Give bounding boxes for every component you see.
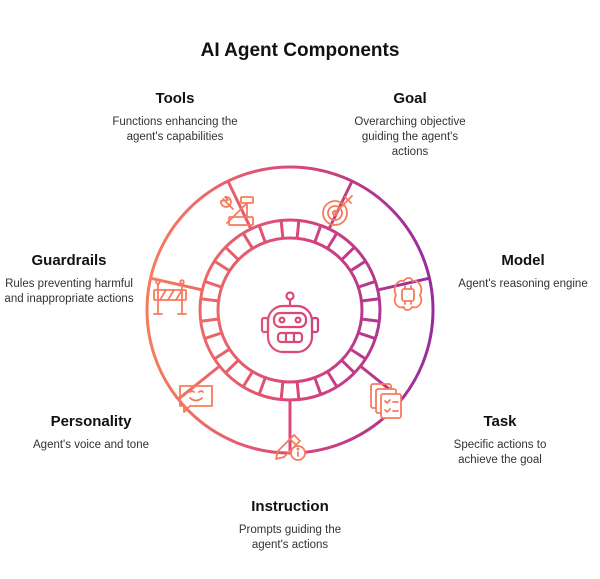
- component-name: Model: [501, 252, 545, 269]
- component-tools: Tools Functions enhancing the agent's ca…: [100, 90, 250, 145]
- chat-smile-icon: [179, 385, 213, 413]
- target-icon: [322, 195, 353, 226]
- gear-tooth: [349, 259, 376, 289]
- component-task: Task Specific actions to achieve the goa…: [440, 413, 560, 468]
- gear-tooth: [295, 377, 323, 400]
- component-name: Tools: [155, 90, 195, 107]
- gear-tooth: [204, 259, 231, 289]
- gear-tooth: [257, 377, 285, 400]
- checklist-icon: [370, 383, 402, 419]
- component-description: Rules preventing harmful and inappropria…: [4, 278, 134, 305]
- ring-divider: [226, 180, 253, 230]
- component-description: Functions enhancing the agent's capabili…: [112, 116, 238, 143]
- ring-divider: [177, 364, 221, 401]
- component-description: Specific actions to achieve the goal: [453, 439, 547, 466]
- gear-tooth: [224, 232, 254, 261]
- component-personality: Personality Agent's voice and tone: [18, 413, 164, 453]
- ring-divider: [327, 180, 354, 230]
- inner-gear-teeth: [200, 220, 380, 400]
- component-description: Overarching objective guiding the agent'…: [354, 116, 466, 158]
- component-description: Prompts guiding the agent's actions: [238, 524, 342, 551]
- component-name: Task: [483, 413, 517, 430]
- gear-tooth: [326, 232, 356, 261]
- gear-tooth: [204, 331, 231, 361]
- gear-tooth: [295, 220, 323, 243]
- component-guardrails: Guardrails Rules preventing harmful and …: [4, 252, 134, 307]
- component-name: Instruction: [251, 498, 329, 515]
- component-instruction: Instruction Prompts guiding the agent's …: [220, 498, 360, 553]
- gear-tooth: [326, 359, 356, 388]
- brain-chip-icon: [393, 277, 423, 311]
- component-description: Agent's reasoning engine: [458, 278, 588, 290]
- tools-icon: [220, 196, 254, 226]
- component-model: Model Agent's reasoning engine: [448, 252, 598, 292]
- gear-tooth: [349, 331, 376, 361]
- component-description: Agent's voice and tone: [33, 439, 149, 451]
- pencil-info-icon: [275, 434, 306, 461]
- ring-divider: [377, 276, 430, 292]
- gear-tooth: [200, 297, 219, 323]
- gear-tooth: [224, 359, 254, 388]
- core-circle: [216, 236, 364, 384]
- barrier-icon: [153, 279, 187, 315]
- gear-tooth: [361, 297, 380, 323]
- gear-tooth: [257, 220, 285, 243]
- page-title: AI Agent Components: [200, 40, 400, 61]
- component-name: Guardrails: [31, 252, 107, 269]
- component-name: Goal: [393, 90, 427, 107]
- component-name: Personality: [50, 413, 132, 430]
- robot-icon: [260, 291, 320, 354]
- component-goal: Goal Overarching objective guiding the a…: [343, 90, 477, 160]
